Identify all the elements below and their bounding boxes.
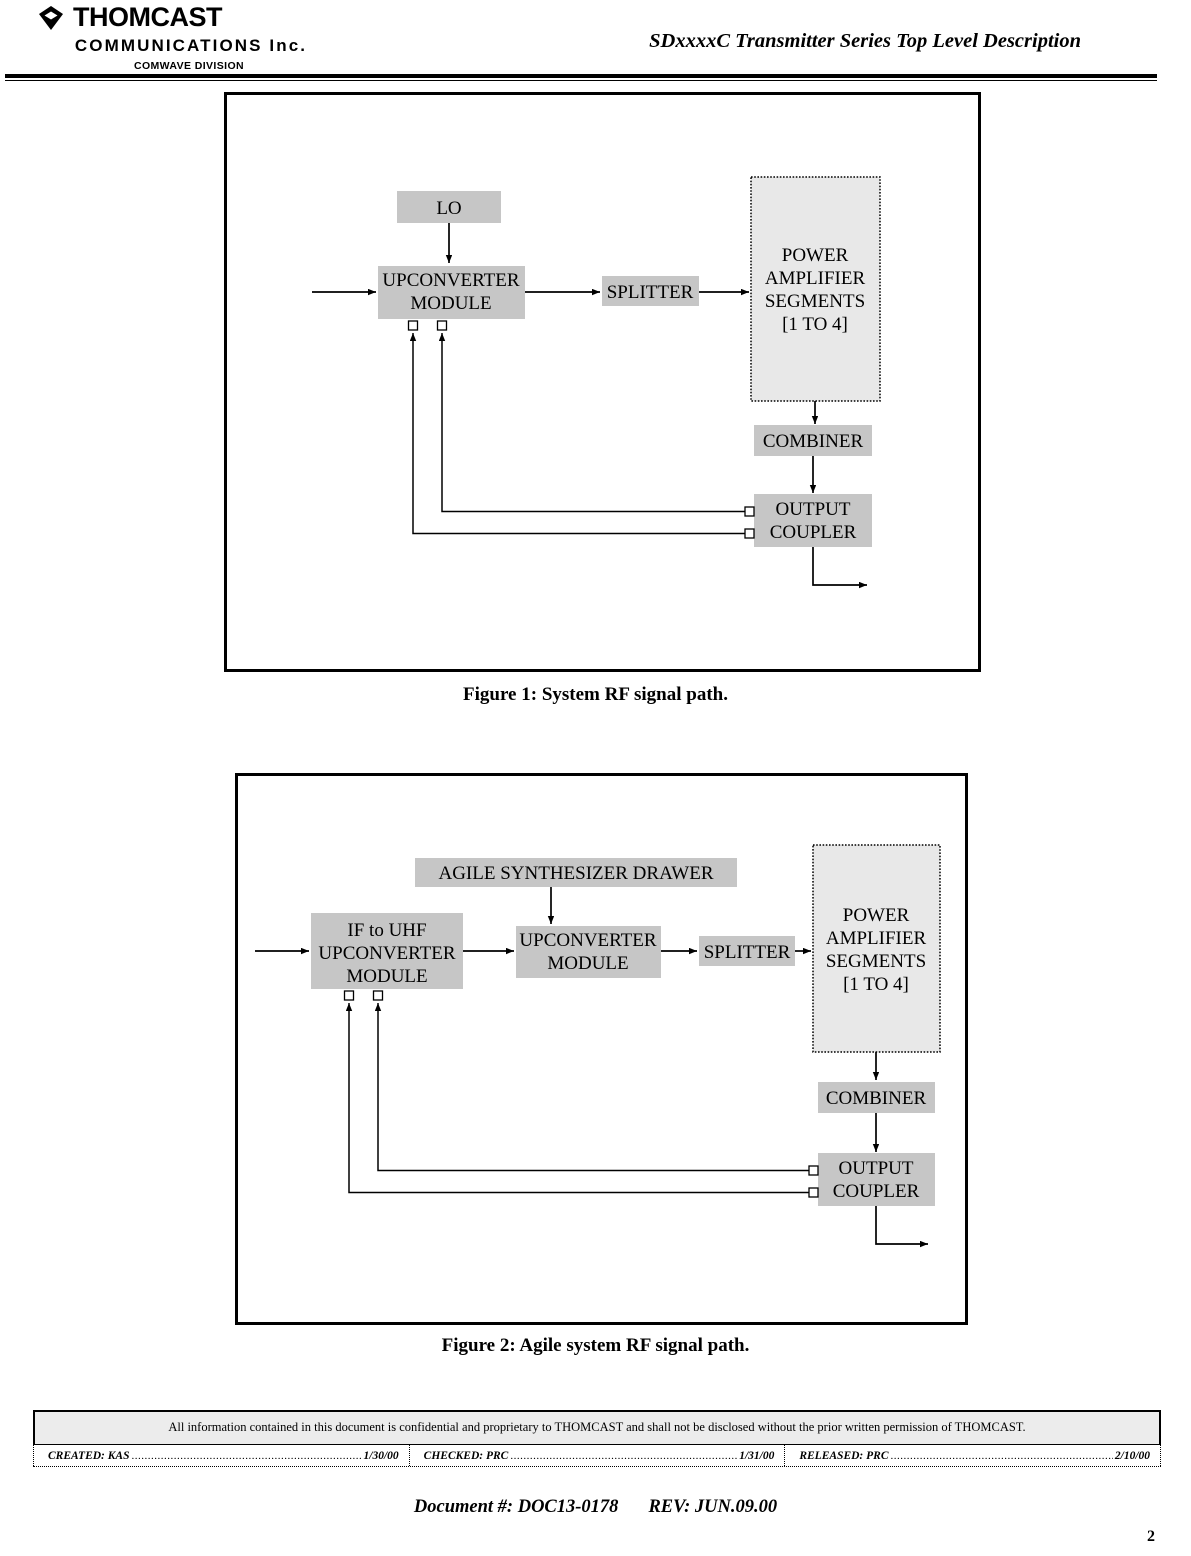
figure1-pa-label-3: SEGMENTS (765, 291, 865, 312)
figure2-splitter-label: SPLITTER (704, 942, 791, 963)
figure2-combiner-block (818, 1082, 935, 1113)
figure2-caption: Figure 2: Agile system RF signal path. (441, 1335, 750, 1356)
figure1-pa-label-1: POWER (782, 245, 849, 266)
figure2-coupler-tap-port-2 (808, 1187, 819, 1198)
figure1-lo-label: LO (436, 198, 461, 219)
figure2-pa-label-1: POWER (843, 905, 910, 926)
figure1-coupler-label-2: COUPLER (770, 522, 857, 543)
figure1-combiner-block (754, 425, 872, 456)
document-revision: REV: JUN.09.00 (648, 1497, 778, 1517)
figure1-coupler-label-1: OUTPUT (776, 499, 851, 520)
header-rule-thick (5, 74, 1157, 78)
figure1-pa-label-2: AMPLIFIER (765, 268, 866, 289)
company-logo: THOMCAST COMMUNICATIONS Inc. COMWAVE DIV… (30, 4, 330, 73)
figure1-power-amplifier-block (750, 176, 881, 402)
signoff-created-leader: ........................................… (131, 1450, 362, 1462)
header-rule-thin (5, 80, 1157, 81)
signoff-released-label: RELEASED: PRC (799, 1450, 889, 1462)
figure1-coupler-tap-port-1 (744, 506, 755, 517)
figure2-synthesizer-label: AGILE SYNTHESIZER DRAWER (438, 863, 713, 884)
figure1-upconverter-port-2 (436, 320, 448, 331)
logo-company-subline: COMMUNICATIONS Inc. (74, 36, 308, 55)
signoff-checked: CHECKED: PRC ...........................… (410, 1445, 786, 1466)
signoff-checked-date: 1/31/00 (739, 1450, 775, 1462)
figure2-arrow-rf-output (875, 1206, 928, 1248)
figure2-coupler-tap-port-1 (808, 1165, 819, 1176)
footer-block: All information contained in this docume… (33, 1410, 1162, 1467)
signoff-created-date: 1/30/00 (363, 1450, 399, 1462)
figure2-ifuhf-label-1: IF to UHF (347, 920, 426, 941)
signoff-created-label: CREATED: KAS (48, 1450, 130, 1462)
page-header: THOMCAST COMMUNICATIONS Inc. COMWAVE DIV… (0, 0, 1191, 86)
figure2-upconverter-label-1: UPCONVERTER (519, 930, 656, 951)
figure1-pa-label-4: [1 TO 4] (782, 314, 848, 335)
signoff-row: CREATED: KAS ...........................… (33, 1445, 1162, 1467)
figure1-frame: LO UPCONVERTER MODULE SPLITTER POWER AMP… (224, 92, 981, 672)
thomcast-diamond-icon (39, 5, 63, 30)
figure1-combiner-label: COMBINER (763, 431, 864, 452)
signoff-released-date: 2/10/00 (1114, 1450, 1151, 1462)
figure2-power-amplifier-block (812, 844, 941, 1053)
document-footer-line: Document #: DOC13-0178 REV: JUN.09.00 (0, 1497, 1191, 1518)
logo-company-name: THOMCAST (73, 2, 222, 32)
figure1-arrow-rf-output (812, 547, 867, 589)
figure2-frame: AGILE SYNTHESIZER DRAWER IF to UHF UPCON… (235, 773, 968, 1325)
signoff-released-leader: ........................................… (890, 1450, 1113, 1462)
figure2-upconverter-block (516, 926, 661, 978)
figure2-ifuhf-label-3: MODULE (346, 966, 427, 987)
figure1-upconverter-label-1: UPCONVERTER (382, 270, 519, 291)
figure1-splitter-block (602, 276, 699, 306)
figure2-if-to-uhf-block (311, 913, 463, 989)
figure2-pa-label-2: AMPLIFIER (826, 928, 927, 949)
figure1-output-coupler-block (754, 494, 872, 547)
confidentiality-notice: All information contained in this docume… (33, 1410, 1161, 1445)
document-number: Document #: DOC13-0178 (413, 1497, 619, 1517)
figure1-diagram: LO UPCONVERTER MODULE SPLITTER POWER AMP… (312, 176, 881, 589)
figure2-coupler-label-1: OUTPUT (839, 1158, 914, 1179)
figure1-upconverter-label-2: MODULE (410, 293, 491, 314)
figure2-splitter-block (699, 936, 795, 966)
figure1-lo-block (397, 191, 501, 223)
figure2-ifuhf-port-2 (372, 990, 384, 1001)
figure2-ifuhf-port-1 (343, 990, 355, 1001)
signoff-checked-label: CHECKED: PRC (423, 1450, 509, 1462)
figure1-coupler-tap-port-2 (744, 528, 755, 539)
figure2-ifuhf-label-2: UPCONVERTER (318, 943, 455, 964)
figure2-pa-label-3: SEGMENTS (826, 951, 926, 972)
figure2-synthesizer-block (415, 858, 737, 887)
logo-division-line: COMWAVE DIVISION (133, 60, 245, 72)
figure2-feedback-line-2 (345, 1003, 809, 1194)
document-title: SDxxxxC Transmitter Series Top Level Des… (649, 30, 1081, 52)
figure2-combiner-label: COMBINER (826, 1088, 927, 1109)
signoff-released: RELEASED: PRC ..........................… (785, 1445, 1162, 1466)
figure1-splitter-label: SPLITTER (607, 282, 694, 303)
figure2-coupler-label-2: COUPLER (833, 1181, 920, 1202)
figure2-pa-label-4: [1 TO 4] (843, 974, 909, 995)
figure1-caption: Figure 1: System RF signal path. (463, 684, 728, 705)
figure2-upconverter-label-2: MODULE (547, 953, 628, 974)
signoff-created: CREATED: KAS ...........................… (33, 1445, 410, 1466)
figure1-upconverter-block (378, 266, 525, 319)
figure2-diagram: AGILE SYNTHESIZER DRAWER IF to UHF UPCON… (255, 844, 941, 1248)
figure1-upconverter-port-1 (407, 320, 419, 331)
figure2-output-coupler-block (818, 1153, 935, 1206)
figure1-feedback-line-2 (409, 333, 745, 535)
signoff-checked-leader: ........................................… (510, 1450, 737, 1462)
figure2-feedback-line-1 (374, 1003, 809, 1172)
figure1-feedback-line-1 (438, 333, 745, 513)
page-number: 2 (1147, 1528, 1155, 1545)
